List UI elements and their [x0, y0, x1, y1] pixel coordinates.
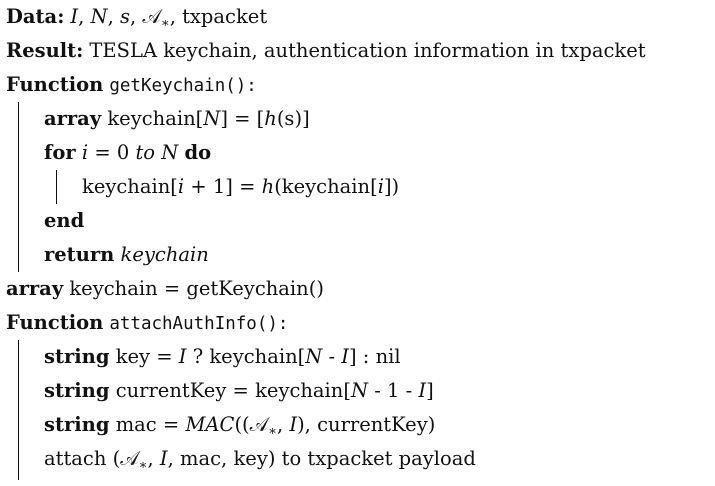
array-decl-line: array keychain[N] = [h(s)] — [44, 102, 310, 136]
mac-line-b: (( — [234, 413, 250, 436]
subscript-star: ∗ — [138, 458, 148, 473]
array-keyword: array — [44, 107, 102, 130]
string-keyword: string — [44, 345, 110, 368]
for-eq: = 0 — [88, 141, 136, 164]
return-line: return keychain — [44, 238, 209, 272]
key-line-a: key = — [115, 345, 179, 368]
data-item-txpacket: txpacket — [182, 5, 268, 28]
data-item-I: I — [70, 5, 79, 28]
subscript-star: ∗ — [160, 16, 170, 31]
calligraphic-A: 𝒜 — [249, 413, 269, 436]
array-assign-text: keychain = getKeychain() — [69, 277, 324, 300]
block-bar-for-loop — [56, 170, 57, 204]
loop-rhs-start: (keychain[ — [274, 175, 378, 198]
current-key-line: string currentKey = keychain[N - 1 - I] — [44, 374, 434, 408]
key-line-c: - — [322, 345, 342, 368]
mac-line-a: mac = — [115, 413, 186, 436]
block-bar-attachauthinfo — [18, 340, 19, 480]
end-keyword: end — [44, 209, 85, 232]
function-keyword: Function — [6, 311, 104, 334]
loop-i2: i — [377, 175, 384, 198]
data-item-s: s — [119, 5, 130, 28]
array-decl-arg: (s) — [276, 107, 303, 130]
data-item-A: 𝒜∗ — [142, 5, 170, 31]
result-text: TESLA keychain, authentication informati… — [89, 39, 646, 62]
key-line-d: ] : nil — [349, 345, 401, 368]
mac-line-d: ), currentKey) — [297, 413, 436, 436]
array-decl-close: ] — [302, 107, 310, 130]
block-bar-getkeychain — [18, 102, 19, 272]
attach-line: attach (𝒜∗, I, mac, key) to txpacket pay… — [44, 442, 476, 476]
key-line-b: ? keychain[ — [186, 345, 306, 368]
key-line: string key = I ? keychain[N - I] : nil — [44, 340, 401, 374]
for-to: to — [135, 141, 156, 164]
string-keyword: string — [44, 379, 110, 402]
calligraphic-A: 𝒜 — [120, 447, 139, 470]
array-decl-N: N — [203, 107, 221, 130]
function-keyword: Function — [6, 73, 104, 96]
current-line-c: ] — [426, 379, 434, 402]
array-decl-lhs: keychain[ — [107, 107, 204, 130]
mac-function: MAC — [185, 413, 235, 436]
loop-h: h — [261, 175, 275, 198]
key-line-I1: I — [178, 345, 187, 368]
do-keyword: do — [184, 141, 212, 164]
for-keyword: for — [44, 141, 76, 164]
attach-line-b: , — [147, 447, 160, 470]
data-line: Data:I, N, s, 𝒜∗, txpacket — [6, 5, 268, 31]
for-var: i — [81, 141, 89, 164]
current-line-b: - 1 - — [368, 379, 419, 402]
data-item-N: N — [90, 5, 108, 28]
result-keyword: Result: — [6, 39, 84, 62]
array-assign-line: array keychain = getKeychain() — [6, 272, 324, 306]
mac-line: string mac = MAC((𝒜∗, I), currentKey) — [44, 408, 435, 442]
end-line: end — [44, 204, 84, 238]
for-loop-line: for i = 0 to N do — [44, 136, 211, 170]
return-value: keychain — [120, 243, 209, 266]
array-keyword: array — [6, 277, 64, 300]
calligraphic-A: 𝒜 — [142, 5, 161, 28]
array-decl-h: h — [264, 107, 277, 130]
current-line-N: N — [350, 379, 369, 402]
loop-rhs-end: ]) — [383, 175, 400, 198]
subscript-star: ∗ — [268, 424, 277, 439]
string-keyword: string — [44, 413, 110, 436]
key-line-I2: I — [341, 345, 349, 368]
array-decl-mid: ] = [ — [220, 107, 265, 130]
loop-body-line: keychain[i + 1] = h(keychain[i]) — [82, 170, 399, 204]
current-line-a: currentKey = keychain[ — [115, 379, 351, 402]
function-name: attachAuthInfo(): — [109, 314, 289, 334]
key-line-N: N — [305, 345, 323, 368]
result-line: Result:TESLA keychain, authentication in… — [6, 34, 646, 68]
current-line-I: I — [418, 379, 427, 402]
for-N: N — [161, 141, 179, 164]
attach-line-c: , mac, key) to txpacket payload — [167, 447, 476, 470]
function-name: getKeychain(): — [109, 76, 257, 96]
loop-lhs-start: keychain[ — [82, 175, 178, 198]
return-keyword: return — [44, 243, 115, 266]
data-keyword: Data: — [6, 5, 65, 28]
loop-lhs-end: + 1] = — [184, 175, 262, 198]
loop-i1: i — [177, 175, 185, 198]
mac-line-c: , — [276, 413, 290, 436]
attach-line-a: attach ( — [44, 447, 121, 470]
mac-line-I: I — [289, 413, 298, 436]
attach-line-I: I — [159, 447, 168, 470]
